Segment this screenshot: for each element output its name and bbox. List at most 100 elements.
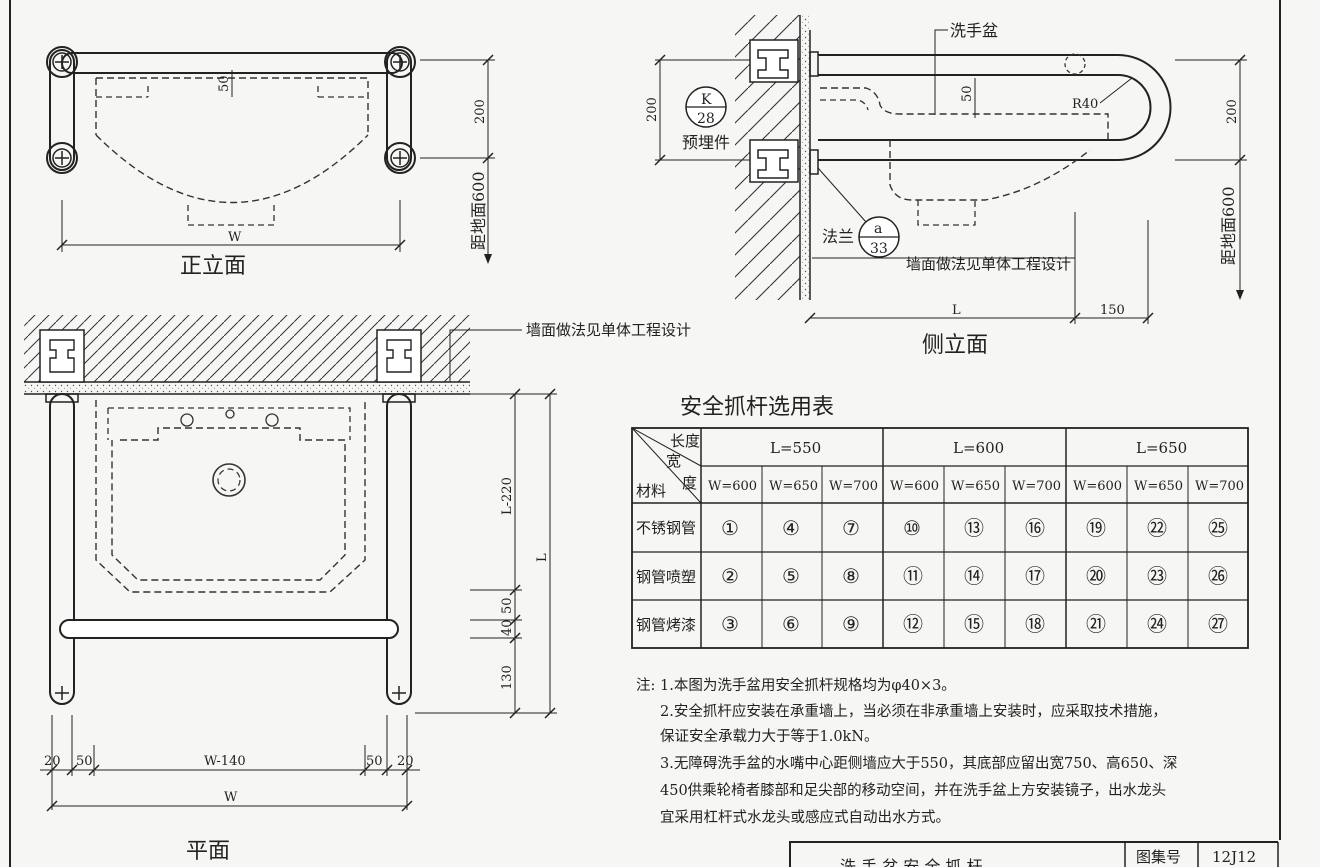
table-cell: ⑫ [903,612,923,636]
front-elevation-title: 正立面 [180,254,246,279]
table-cell: ⑩ [903,516,921,540]
table-cell: ㉗ [1208,612,1228,636]
corner-material: 材料 [636,482,666,500]
width-header: W=700 [829,479,878,494]
basin-label: 洗手盆 [950,21,998,40]
note-line-2: 2.安全抓杆应安装在承重墙上，当必须在非承重墙上安装时，应采取技术措施， [660,702,1167,720]
table-cell: ⑪ [903,564,923,588]
table-cell: ㉑ [1086,612,1106,636]
note-line-3: 保证安全承载力大于等于1.0kN。 [660,727,879,745]
table-cell: ④ [782,516,800,540]
selection-table: 安全抓杆选用表 长度 宽 度 材料 L=550 L=600 L=650 W=60… [631,395,1249,649]
table-cell: ③ [721,612,739,636]
side-dim-l: L [952,303,961,318]
corner-length: 长度 [670,432,700,450]
side-dim-200-right: 200 [1225,99,1240,124]
note-line-6: 宜采用杠杆式水龙头或感应式自动出水方式。 [660,808,950,826]
table-cell: ② [721,564,739,588]
notes: 注: 1.本图为洗手盆用安全抓杆规格均为φ40×3。 2.安全抓杆应安装在承重墙… [636,676,1177,826]
plan-dim-l220: L-220 [500,477,515,515]
table-row: ② ⑤ ⑧ ⑪ ⑭ ⑰ ⑳ ㉓ ㉖ [721,564,1228,588]
width-header: W=650 [769,479,818,494]
ref-a-bottom: 33 [870,241,888,257]
plan-dim-20b: 20 [397,754,414,769]
table-cell: ㉒ [1147,516,1167,540]
table-cell: ⑭ [964,564,984,588]
table-cell: ⑨ [842,612,860,636]
table-cell: ㉕ [1208,516,1228,540]
side-dim-200: 200 [645,97,660,122]
table-cell: ① [721,516,739,540]
title-block: 洗 手 盆 安 全 抓 杆 图集号 12J12 [789,841,1279,867]
table-title: 安全抓杆选用表 [680,395,834,420]
plan-wall-note: 墙面做法见单体工程设计 [526,321,691,339]
embedded-label: 预埋件 [682,133,730,152]
flange-label: 法兰 [822,227,854,246]
side-dim-150: 150 [1100,303,1125,318]
table-row: ① ④ ⑦ ⑩ ⑬ ⑯ ⑲ ㉒ ㉕ [721,516,1228,540]
table-cell: ⑥ [782,612,800,636]
corner-width-b: 度 [682,474,697,492]
plan-view: 墙面做法见单体工程设计 L-220 L 50 40 130 20 50 W-14… [24,315,691,864]
note-line-5: 450供乘轮椅者膝部和足尖部的移动空间，并在洗手盆上方安装镜子，出水龙头 [660,781,1166,799]
front-elevation: 50 200 距地面600 W 正立面 [46,46,495,279]
material-cell: 不锈钢管 [636,519,696,537]
plan-dim-50: 50 [500,597,515,614]
plan-dim-40: 40 [500,619,515,636]
table-cell: ㉖ [1208,564,1228,588]
front-dim-w: W [228,230,242,245]
table-cell: ⑤ [782,564,800,588]
table-cell: ⑲ [1086,516,1106,540]
side-dim-50: 50 [960,85,975,102]
plan-title: 平面 [186,839,230,864]
atlas-label: 图集号 [1136,848,1181,866]
group-l550: L=550 [770,439,821,457]
front-dim-50: 50 [217,75,232,92]
width-header: W=600 [708,479,757,494]
material-cell: 钢管烤漆 [636,616,696,634]
table-cell: ⑦ [842,516,860,540]
table-cell: ⑬ [964,516,984,540]
group-l600: L=600 [953,439,1004,457]
table-cell: ⑰ [1025,564,1045,588]
plan-dim-w: W [224,790,238,805]
width-header: W=650 [1134,479,1183,494]
ref-k-bottom: 28 [697,111,715,127]
table-cell: ⑯ [1025,516,1045,540]
table-cell: ⑮ [964,612,984,636]
side-wall-note: 墙面做法见单体工程设计 [906,255,1071,273]
plan-dim-20a: 20 [44,754,61,769]
front-dim-200: 200 [473,99,488,124]
side-floor-height: 距地面600 [1219,186,1238,265]
drawing-title: 洗 手 盆 安 全 抓 杆 [840,857,983,867]
width-header: W=600 [1073,479,1122,494]
ref-a-top: a [874,221,882,237]
atlas-number: 12J12 [1212,848,1256,866]
table-cell: ⑧ [842,564,860,588]
plan-dim-50b: 50 [366,754,383,769]
note-line-4: 3.无障碍洗手盆的水嘴中心距侧墙应大于550，其底部应留出宽750、高650、深 [660,754,1177,772]
plan-dim-130: 130 [500,665,515,690]
plan-dim-w140: W-140 [204,754,246,769]
radius-label: R40 [1072,97,1098,112]
side-elevation: 洗手盆 50 R40 200 K 28 预埋件 a 33 法兰 墙面做法见单体工… [645,15,1247,358]
ref-k-top: K [701,92,712,108]
note-line-1: 注: 1.本图为洗手盆用安全抓杆规格均为φ40×3。 [636,676,956,694]
table-cell: ⑱ [1025,612,1045,636]
front-floor-height: 距地面600 [469,171,488,250]
width-header: W=600 [890,479,939,494]
group-l650: L=650 [1136,439,1187,457]
side-elevation-title: 侧立面 [922,333,988,358]
table-cell: ㉓ [1147,564,1167,588]
material-cell: 钢管喷塑 [636,568,696,586]
table-cell: ㉔ [1147,612,1167,636]
corner-width-a: 宽 [666,452,681,470]
plan-dim-l: L [535,553,550,562]
width-header: W=700 [1012,479,1061,494]
table-row: ③ ⑥ ⑨ ⑫ ⑮ ⑱ ㉑ ㉔ ㉗ [721,612,1228,636]
table-cell: ⑳ [1086,564,1106,588]
width-header: W=650 [951,479,1000,494]
plan-dim-50a: 50 [76,754,93,769]
width-header: W=700 [1195,479,1244,494]
